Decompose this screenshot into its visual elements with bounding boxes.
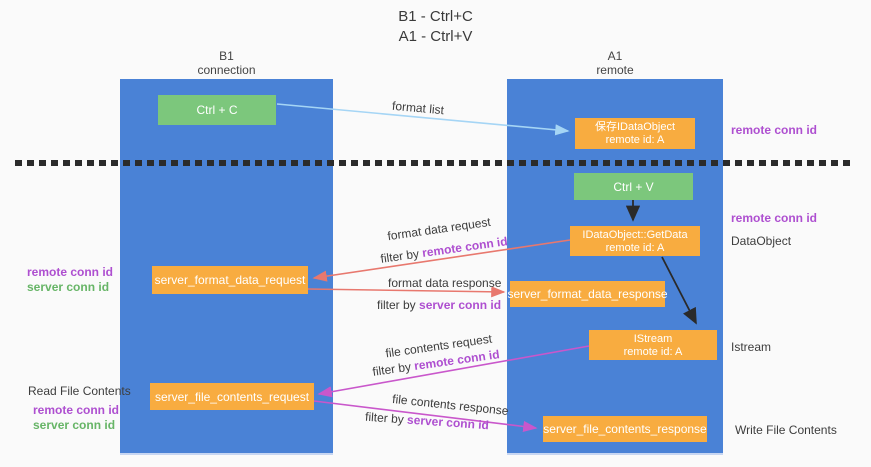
istream-line1: IStream [633, 332, 673, 345]
save-dataobject-line1: 保存IDataObject [594, 121, 676, 133]
dataobject-label: DataObject [731, 234, 792, 248]
server-file-contents-response-node: server_file_contents_response [543, 416, 707, 442]
ctrl-c-node: Ctrl + C [158, 95, 276, 125]
server-format-data-request-node: server_format_data_request [152, 266, 308, 294]
server-file-contents-response-label: server_file_contents_response [543, 422, 707, 436]
getdata-line1: IDataObject::GetData [582, 228, 688, 241]
server-format-data-request-label: server_format_data_request [154, 273, 306, 287]
getdata-node: IDataObject::GetData remote id: A [570, 226, 700, 256]
server-conn-id-key: server conn id [419, 298, 502, 312]
clipboard-boundary-dashed-line [15, 160, 853, 166]
column-b1-name: B1 [219, 49, 234, 63]
column-a1-name: A1 [607, 49, 623, 63]
ctrl-v-node: Ctrl + V [574, 173, 693, 200]
save-dataobject-node: 保存IDataObject remote id: A [575, 118, 695, 149]
getdata-line2: remote id: A [605, 241, 665, 254]
right-remote-conn-id-top: remote conn id [731, 123, 818, 137]
server-file-contents-request-node: server_file_contents_request [150, 383, 314, 410]
server-conn-id-key: server conn id [406, 412, 490, 433]
left-remote-conn-id: remote conn id [27, 265, 114, 279]
remote-conn-id-key: remote conn id [421, 234, 509, 260]
title-line-1: B1 - Ctrl+C [398, 8, 473, 25]
istream-side-label: Istream [731, 340, 772, 354]
left-server-conn-id: server conn id [27, 280, 110, 294]
read-file-contents-label: Read File Contents [28, 384, 131, 398]
right-remote-conn-id-mid: remote conn id [731, 211, 818, 225]
column-a1-role: remote [596, 63, 634, 77]
left-remote-conn-id-2: remote conn id [33, 403, 120, 417]
ctrl-c-label: Ctrl + C [196, 103, 238, 117]
filter-by-text: filter by [371, 359, 416, 379]
diagram-title: B1 - Ctrl+C A1 - Ctrl+V [0, 7, 871, 47]
column-header-b1: B1 connection [120, 49, 333, 77]
left-server-conn-id-2: server conn id [33, 418, 116, 432]
filter-by-text: filter by [379, 246, 424, 266]
format-data-response-filter: filter by server conn id [377, 298, 501, 312]
server-format-data-response-label: server_format_data_response [507, 287, 668, 301]
filter-by-text: filter by [364, 409, 408, 427]
ctrl-v-label: Ctrl + V [613, 179, 654, 194]
server-file-contents-request-label: server_file_contents_request [154, 389, 310, 404]
server-format-data-response-node: server_format_data_response [507, 281, 668, 307]
filter-by-text: filter by [377, 298, 420, 312]
istream-node: IStream remote id: A [589, 330, 717, 360]
write-file-contents-label: Write File Contents [735, 423, 837, 437]
title-line-2: A1 - Ctrl+V [398, 28, 473, 45]
save-dataobject-line2: remote id: A [605, 134, 665, 146]
istream-line2: remote id: A [623, 345, 683, 358]
format-list-label: format list [391, 98, 445, 118]
column-header-a1: A1 remote [507, 49, 723, 77]
column-b1-role: connection [197, 63, 256, 77]
format-data-response-label: format data response [388, 276, 502, 290]
